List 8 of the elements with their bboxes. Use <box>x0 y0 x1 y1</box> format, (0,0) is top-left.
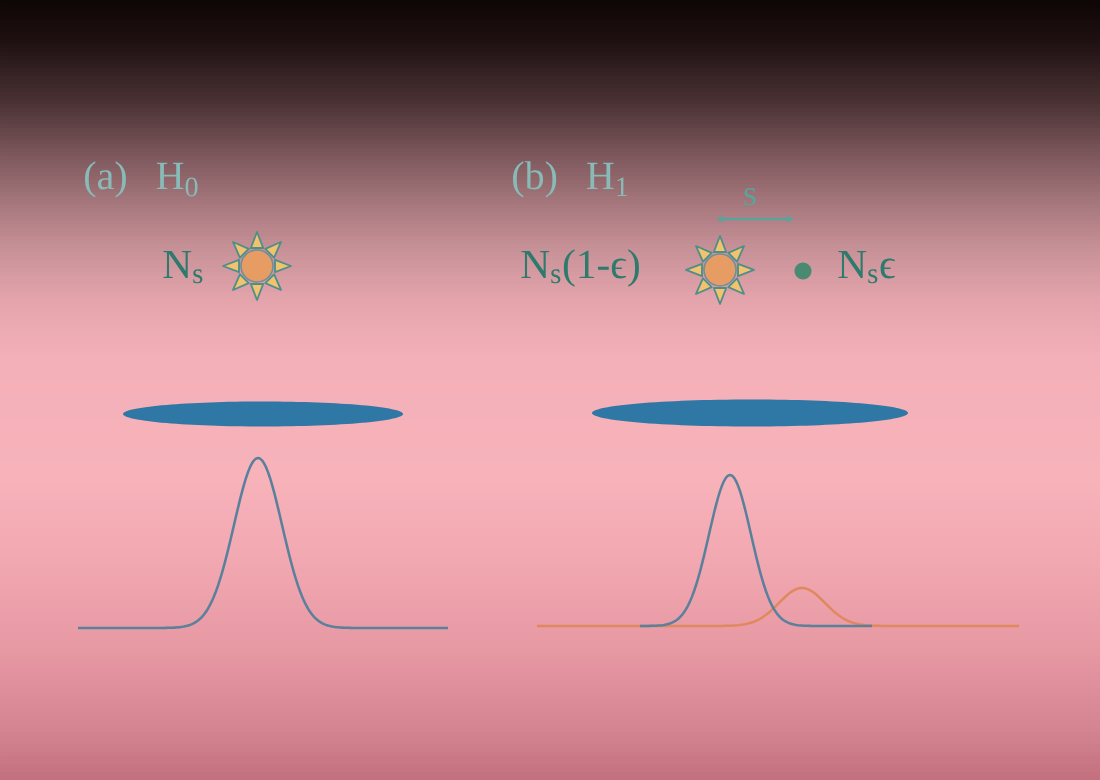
panel-label: (a) H$_{0}$ <box>85 161 198 198</box>
ellipse <box>123 401 403 427</box>
formula-label: N$_{s}$(1-ϵ) <box>521 249 639 287</box>
ellipse <box>592 399 908 427</box>
formula-label: N$_{s}$ <box>163 250 203 284</box>
panel-label: (b) H$_{1}$ <box>513 161 628 198</box>
dimension-label: s <box>744 188 756 206</box>
formula-label: N$_{s}$ϵ <box>838 250 895 284</box>
